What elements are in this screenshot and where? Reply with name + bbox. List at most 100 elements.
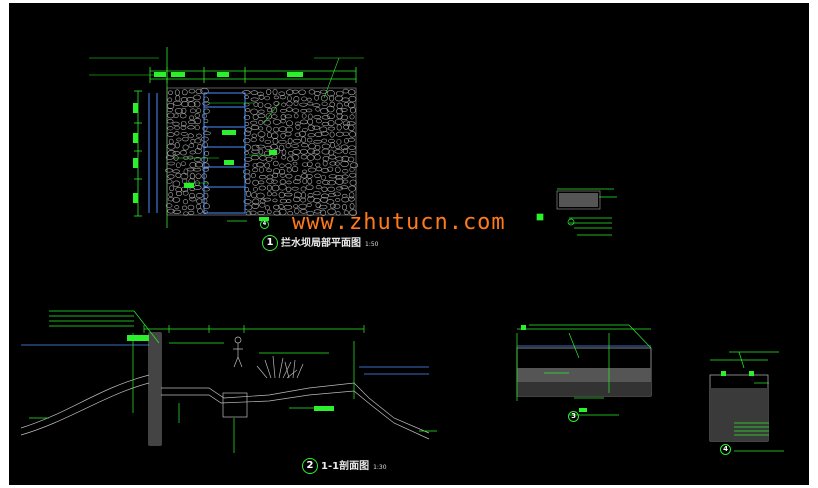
gravel-stone xyxy=(348,95,357,103)
gravel-stone xyxy=(293,204,299,209)
gravel-stone xyxy=(287,211,293,216)
gravel-stone xyxy=(201,136,209,142)
gravel-stone xyxy=(266,125,272,132)
gravel-stone xyxy=(349,172,357,178)
gravel-stone xyxy=(253,102,259,107)
gravel-stone xyxy=(327,192,336,197)
gravel-stone xyxy=(313,198,321,203)
gravel-stone xyxy=(347,89,356,96)
gravel-stone xyxy=(342,147,349,155)
gravel-stone xyxy=(245,127,252,133)
gravel-stone xyxy=(302,128,308,132)
gravel-stone xyxy=(330,141,335,149)
gravel-stone xyxy=(327,166,334,172)
gravel-stone xyxy=(271,155,277,160)
gravel-stone xyxy=(180,172,189,180)
gravel-stone xyxy=(278,126,287,133)
gravel-stone xyxy=(291,186,299,191)
gravel-stone xyxy=(335,90,344,97)
gravel-stone xyxy=(266,168,272,173)
gravel-stone xyxy=(258,148,264,155)
gravel-stone xyxy=(252,179,259,186)
gravel-stone xyxy=(179,113,187,119)
gravel-stone xyxy=(291,144,299,148)
gravel-stone xyxy=(250,108,258,115)
gravel-stone xyxy=(320,168,330,173)
gravel-stone xyxy=(273,101,280,106)
gravel-stone xyxy=(167,90,174,95)
gravel-stone xyxy=(264,103,272,109)
gravel-stone xyxy=(187,204,195,211)
gravel-stone xyxy=(166,179,173,184)
gravel-stone xyxy=(287,95,292,102)
gravel-stone xyxy=(321,148,330,155)
gravel-stone xyxy=(242,169,251,175)
gravel-stone xyxy=(313,191,321,196)
gravel-stone xyxy=(327,180,336,186)
gravel-stone xyxy=(202,125,208,132)
gravel-stone xyxy=(306,97,312,102)
gravel-stone xyxy=(279,198,288,204)
gravel-stone xyxy=(343,210,349,215)
gravel-stone xyxy=(281,149,287,156)
gravel-stone xyxy=(243,162,250,167)
gravel-stone xyxy=(340,144,349,151)
gravel-stone xyxy=(305,184,314,190)
gravel-stone xyxy=(298,131,307,137)
gravel-stone xyxy=(285,199,292,203)
gravel-stone xyxy=(341,203,348,211)
gravel-stone xyxy=(202,141,208,149)
gravel-stone xyxy=(251,144,260,151)
gravel-stone xyxy=(250,173,256,178)
gravel-stone xyxy=(167,197,175,202)
gravel-stone xyxy=(313,115,322,120)
gravel-stone xyxy=(283,204,293,210)
gravel-stone xyxy=(307,154,315,161)
gravel-stone xyxy=(257,102,264,108)
gravel-stone xyxy=(286,120,293,127)
gravel-stone xyxy=(314,95,319,101)
gravel-stone xyxy=(189,172,196,180)
gravel-stone xyxy=(166,119,174,124)
gravel-stone xyxy=(271,106,278,114)
gravel-stone xyxy=(335,211,341,216)
gravel-stone xyxy=(243,138,251,144)
gravel-stone xyxy=(244,95,249,99)
gravel-stone xyxy=(301,162,308,167)
gravel-stone xyxy=(327,208,336,215)
gravel-stone xyxy=(273,204,280,210)
gravel-stone xyxy=(182,136,189,142)
gravel-stone xyxy=(258,174,267,180)
gravel-stone xyxy=(187,125,195,130)
gravel-stone xyxy=(307,118,314,125)
gravel-stone xyxy=(264,95,270,101)
gravel-stone xyxy=(195,88,203,95)
gravel-stone xyxy=(286,180,292,185)
gravel-stone xyxy=(348,196,355,202)
gravel-stone xyxy=(172,121,180,127)
gravel-stone xyxy=(315,166,322,172)
gravel-stone xyxy=(250,155,260,161)
gravel-stone xyxy=(242,90,251,95)
gravel-stone xyxy=(174,125,180,130)
gravel-stone xyxy=(251,202,260,210)
gravel-stone xyxy=(294,208,300,214)
gravel-stone xyxy=(300,148,308,155)
gravel-stone xyxy=(326,90,335,97)
gravel-stone xyxy=(278,204,284,209)
gravel-stone xyxy=(327,186,335,192)
gravel-stone xyxy=(341,155,350,163)
gravel-stone xyxy=(293,113,299,119)
gravel-stone xyxy=(280,118,286,124)
gravel-stone xyxy=(250,137,257,142)
gravel-stone xyxy=(172,197,181,203)
gravel-stone xyxy=(256,144,265,149)
gravel-stone xyxy=(348,124,355,132)
gravel-stone xyxy=(329,95,335,102)
gravel-stone xyxy=(183,211,189,216)
gravel-stone xyxy=(348,185,356,192)
gravel-stone xyxy=(341,174,349,179)
gravel-stone xyxy=(266,178,274,184)
